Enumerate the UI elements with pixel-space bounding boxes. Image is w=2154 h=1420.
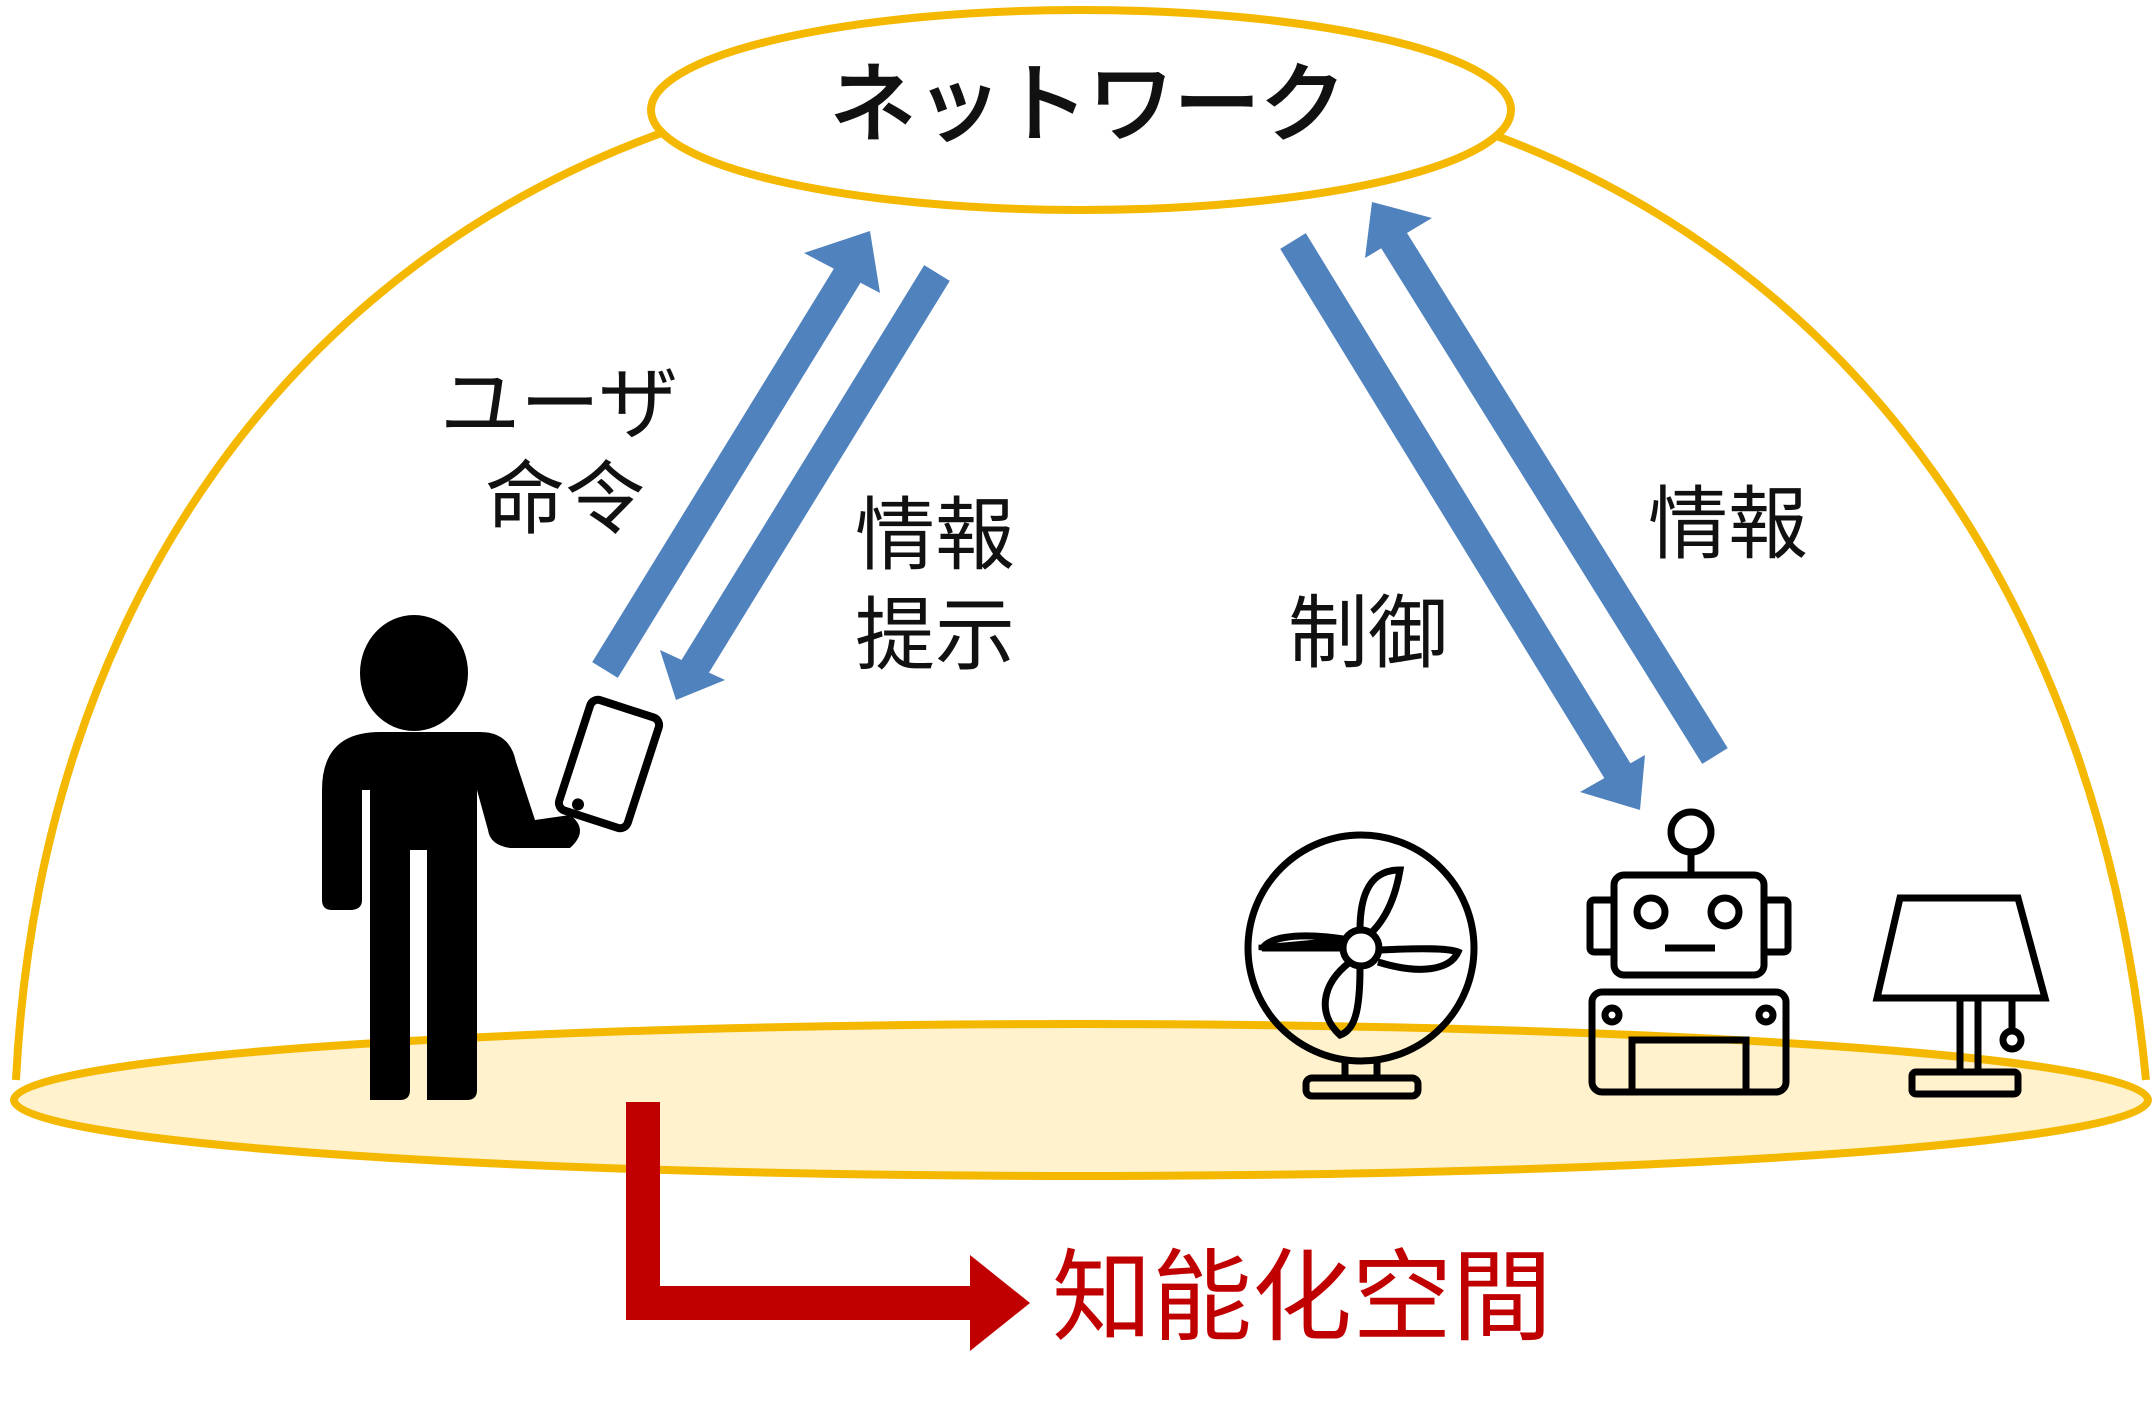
floor-ellipse: [10, 1020, 2152, 1180]
info-present-label-line1: 情報: [855, 489, 1015, 582]
robot-icon: [1586, 808, 1792, 1096]
arrow-info-present: [660, 265, 950, 700]
lamp-icon: [1872, 894, 2050, 1098]
dome-outline: [12, 126, 2150, 1081]
network-ellipse: [647, 6, 1515, 214]
info-label: 情報: [1648, 478, 1808, 571]
network-label: ネットワーク: [830, 55, 1346, 155]
tablet-icon: [554, 695, 664, 833]
user-command-label-line2: 命令: [485, 453, 645, 546]
person-icon: [322, 615, 580, 1100]
control-label: 制御: [1288, 587, 1448, 680]
user-command-label-line1: ユーザ: [440, 358, 679, 451]
space-arrow: [626, 1102, 1030, 1351]
space-label: 知能化空間: [1052, 1239, 1552, 1356]
arrow-control: [1280, 233, 1645, 810]
info-present-label-line2: 提示: [855, 589, 1015, 682]
fan-icon: [1244, 831, 1478, 1100]
arrow-user-command: [592, 231, 880, 678]
arrow-info: [1365, 202, 1728, 764]
